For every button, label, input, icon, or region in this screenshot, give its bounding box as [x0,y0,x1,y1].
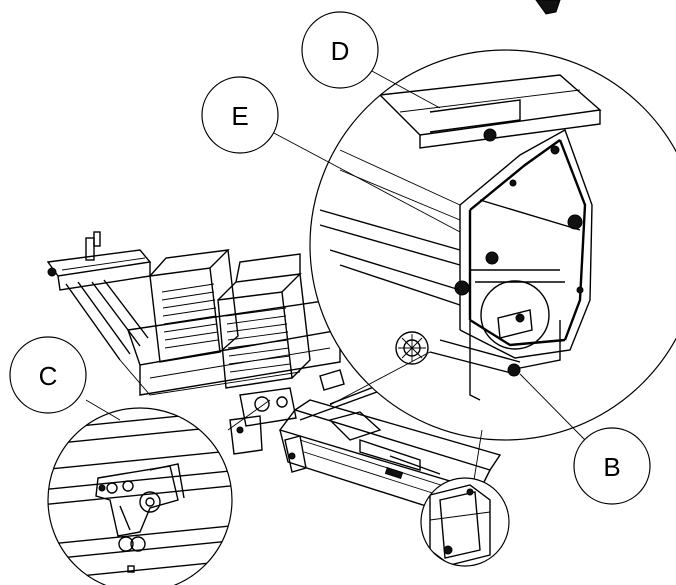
leader-line-c [85,399,121,421]
detail-circle-large [309,49,676,441]
callout-e-label: E [231,101,248,131]
machine-body [46,231,502,521]
callout-c: C [9,336,87,414]
detail-circle-c [47,407,233,585]
leader-line-main [329,351,431,406]
callout-d-label: D [331,36,350,66]
callout-c-label: C [39,361,58,391]
callout-b: B [519,373,651,505]
callout-e: E [201,76,461,233]
callout-d: D [301,11,441,109]
detail-circle-end [420,477,510,567]
leader-line-c2 [227,399,271,431]
callout-b-label: B [603,452,620,482]
partial-part [535,0,561,15]
